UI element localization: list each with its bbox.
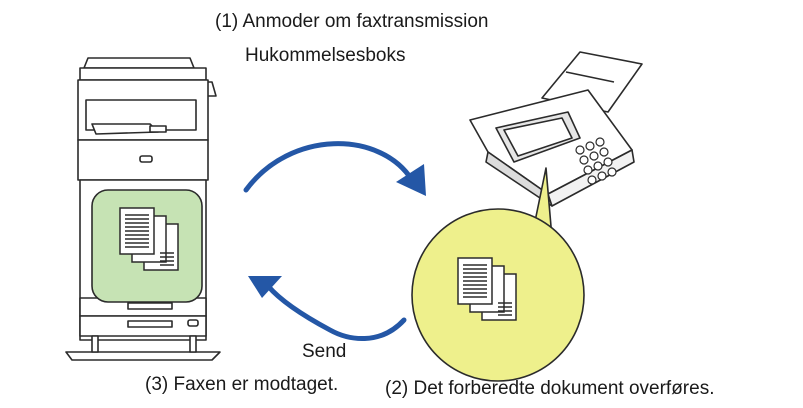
request-label: (1) Anmoder om faxtransmission (215, 11, 489, 32)
send-label: Send (302, 341, 347, 362)
send-arrowhead (248, 276, 282, 298)
transferred-label: (2) Det forberedte dokument overføres. (385, 378, 715, 399)
send-arrow (265, 283, 407, 341)
received-label: (3) Faxen er modtaget. (145, 374, 339, 395)
fax-machine-icon (469, 51, 643, 207)
memory-box-label: Hukommelsesboks (245, 45, 406, 66)
request-arrowhead (396, 164, 426, 196)
request-arrow (243, 141, 415, 193)
